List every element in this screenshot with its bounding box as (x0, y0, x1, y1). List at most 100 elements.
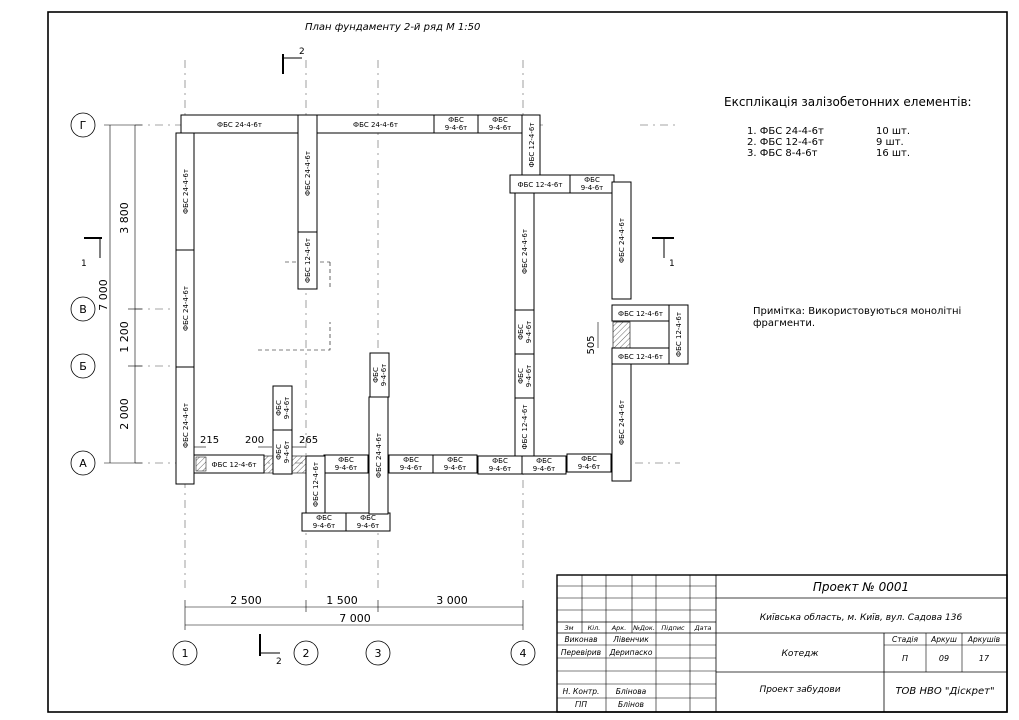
svg-text:П: П (902, 654, 908, 663)
svg-text:ФБС 12-4-6т: ФБС 12-4-6т (528, 123, 536, 168)
block-fbs-9-lowest-1: ФБС 9-4-6т (301, 512, 347, 532)
block-fbs-12-inner-top: ФБС 12-4-6т (297, 231, 318, 290)
svg-text:ФБС: ФБС (448, 116, 464, 124)
svg-text:1 500: 1 500 (326, 594, 358, 607)
svg-text:Підпис: Підпис (661, 624, 685, 632)
svg-text:ФБС 24-4-6т: ФБС 24-4-6т (353, 121, 398, 129)
svg-text:9-4-6т: 9-4-6т (489, 124, 512, 132)
svg-text:№Док.: №Док. (632, 624, 655, 632)
small-dimensions: 215 200 265 505 (194, 322, 599, 448)
svg-text:В: В (79, 303, 87, 316)
block-fbs-24-top-2: ФБС 24-4-6т (316, 114, 435, 134)
svg-text:ФБС 24-4-6т: ФБС 24-4-6т (182, 403, 190, 448)
svg-text:1: 1 (81, 259, 87, 269)
svg-text:ФБС 24-4-6т: ФБС 24-4-6т (182, 286, 190, 331)
block-fbs-9-small-vert-1: ФБС 9-4-6т (272, 385, 293, 431)
column-axis-2: 2 (293, 640, 319, 666)
block-fbs-24-inner-top: ФБС 24-4-6т (297, 114, 318, 233)
svg-text:2: 2 (276, 657, 282, 667)
svg-text:Лівенчик: Лівенчик (612, 635, 649, 644)
svg-text:Примітка: Використовуються мон: Примітка: Використовуються монолітні (753, 305, 961, 317)
svg-text:7 000: 7 000 (97, 279, 110, 311)
svg-text:ФБС: ФБС (403, 456, 419, 464)
svg-text:фрагменти.: фрагменти. (753, 318, 815, 329)
svg-text:Виконав: Виконав (564, 635, 597, 644)
svg-text:1. ФБС 24-4-6т: 1. ФБС 24-4-6т (747, 126, 824, 137)
svg-text:1 200: 1 200 (118, 321, 131, 353)
svg-text:9-4-6т: 9-4-6т (525, 365, 533, 388)
section-mark-2-bottom: 2 (259, 634, 282, 667)
svg-text:9-4-6т: 9-4-6т (525, 321, 533, 344)
svg-text:09: 09 (939, 654, 949, 663)
svg-text:17: 17 (979, 654, 990, 663)
row-axis-g: Г (70, 112, 96, 138)
svg-text:265: 265 (299, 435, 318, 446)
block-fbs-24-mid-vert: ФБС 24-4-6т (514, 192, 535, 311)
vertical-dimensions: 3 800 1 200 2 000 7 000 (97, 124, 142, 464)
svg-text:215: 215 (200, 435, 219, 446)
block-fbs-9-inner-bottom-top: ФБС 9-4-6т (369, 352, 390, 398)
svg-text:9-4-6т: 9-4-6т (283, 441, 291, 464)
svg-text:ФБС 24-4-6т: ФБС 24-4-6т (618, 400, 626, 445)
svg-text:9-4-6т: 9-4-6т (335, 464, 358, 472)
svg-text:4: 4 (520, 647, 527, 660)
svg-text:ФБС: ФБС (275, 400, 283, 416)
svg-text:9-4-6т: 9-4-6т (313, 522, 336, 530)
note: Примітка: Використовуються монолітні фра… (753, 305, 961, 329)
svg-text:ФБС 24-4-6т: ФБС 24-4-6т (521, 229, 529, 274)
svg-text:Г: Г (80, 119, 87, 132)
row-axis-b: Б (70, 353, 96, 379)
svg-text:9-4-6т: 9-4-6т (444, 464, 467, 472)
block-fbs-24-top-1: ФБС 24-4-6т (180, 114, 299, 134)
block-fbs-24-left-2: ФБС 24-4-6т (175, 249, 195, 368)
svg-text:7 000: 7 000 (339, 612, 371, 625)
svg-text:ФБС 12-4-6т: ФБС 12-4-6т (618, 353, 663, 361)
block-fbs-9-top-1: ФБС 9-4-6т (433, 114, 479, 134)
block-fbs-9-mid-vert-1: ФБС 9-4-6т (514, 309, 535, 355)
sheet-frame (47, 11, 1008, 713)
block-fbs-12-lower-vert: ФБС 12-4-6т (305, 455, 326, 514)
svg-text:ФБС 12-4-6т: ФБС 12-4-6т (304, 238, 312, 283)
svg-text:9-4-6т: 9-4-6т (380, 364, 388, 387)
svg-text:Перевірив: Перевірив (561, 648, 601, 657)
project-address: Київська область, м. Київ, вул. Садова 1… (760, 613, 963, 623)
block-fbs-12-right-1: ФБС 12-4-6т (611, 304, 670, 322)
svg-text:3: 3 (375, 647, 382, 660)
section-mark-2-top: 2 (282, 47, 305, 74)
section-mark-1-left: 1 (81, 237, 102, 269)
column-axis-1: 1 (172, 640, 198, 666)
svg-text:Аркушів: Аркушів (967, 635, 1000, 644)
svg-text:ФБС: ФБС (581, 455, 597, 463)
column-axis-4: 4 (510, 640, 536, 666)
block-fbs-12-right-2: ФБС 12-4-6т (611, 347, 670, 365)
explication-table: Експлікація залізобетонних елементів: 1.… (724, 95, 972, 159)
block-fbs-9-top-2: ФБС 9-4-6т (477, 114, 523, 134)
block-fbs-24-inner-bottom: ФБС 24-4-6т (368, 396, 389, 515)
block-fbs-12-mid-top: ФБС 12-4-6т (509, 174, 571, 194)
row-axis-v: В (70, 296, 96, 322)
svg-text:9-4-6т: 9-4-6т (400, 464, 423, 472)
svg-text:9-4-6т: 9-4-6т (357, 522, 380, 530)
svg-text:ФБС 24-4-6т: ФБС 24-4-6т (217, 121, 262, 129)
svg-text:ГІП: ГІП (575, 700, 587, 709)
block-fbs-9-bottom-3: ФБС 9-4-6т (432, 454, 478, 474)
svg-text:3. ФБС 8-4-6т: 3. ФБС 8-4-6т (747, 148, 818, 159)
svg-text:505: 505 (586, 335, 597, 354)
svg-text:ФБС 12-4-6т: ФБС 12-4-6т (312, 462, 320, 507)
block-fbs-12-mid-vert: ФБС 12-4-6т (514, 397, 535, 457)
svg-text:1: 1 (182, 647, 189, 660)
block-fbs-9-lowest-2: ФБС 9-4-6т (345, 512, 391, 532)
svg-text:ФБС: ФБС (517, 324, 525, 340)
svg-text:ФБС 24-4-6т: ФБС 24-4-6т (304, 151, 312, 196)
svg-text:ФБС 12-4-6т: ФБС 12-4-6т (618, 310, 663, 318)
block-fbs-24-right-top: ФБС 24-4-6т (611, 181, 632, 300)
svg-text:Дерипаско: Дерипаско (609, 648, 653, 657)
block-fbs-24-right-bottom: ФБС 24-4-6т (611, 363, 632, 482)
block-fbs-9-bottom-2: ФБС 9-4-6т (388, 454, 434, 474)
svg-text:ФБС: ФБС (517, 368, 525, 384)
inner-outlines (258, 261, 331, 351)
block-fbs-9-mid-vert-2: ФБС 9-4-6т (514, 353, 535, 399)
svg-text:3 800: 3 800 (118, 202, 131, 234)
sheet-title: Проект забудови (759, 685, 840, 695)
svg-text:ФБС 24-4-6т: ФБС 24-4-6т (375, 433, 383, 478)
